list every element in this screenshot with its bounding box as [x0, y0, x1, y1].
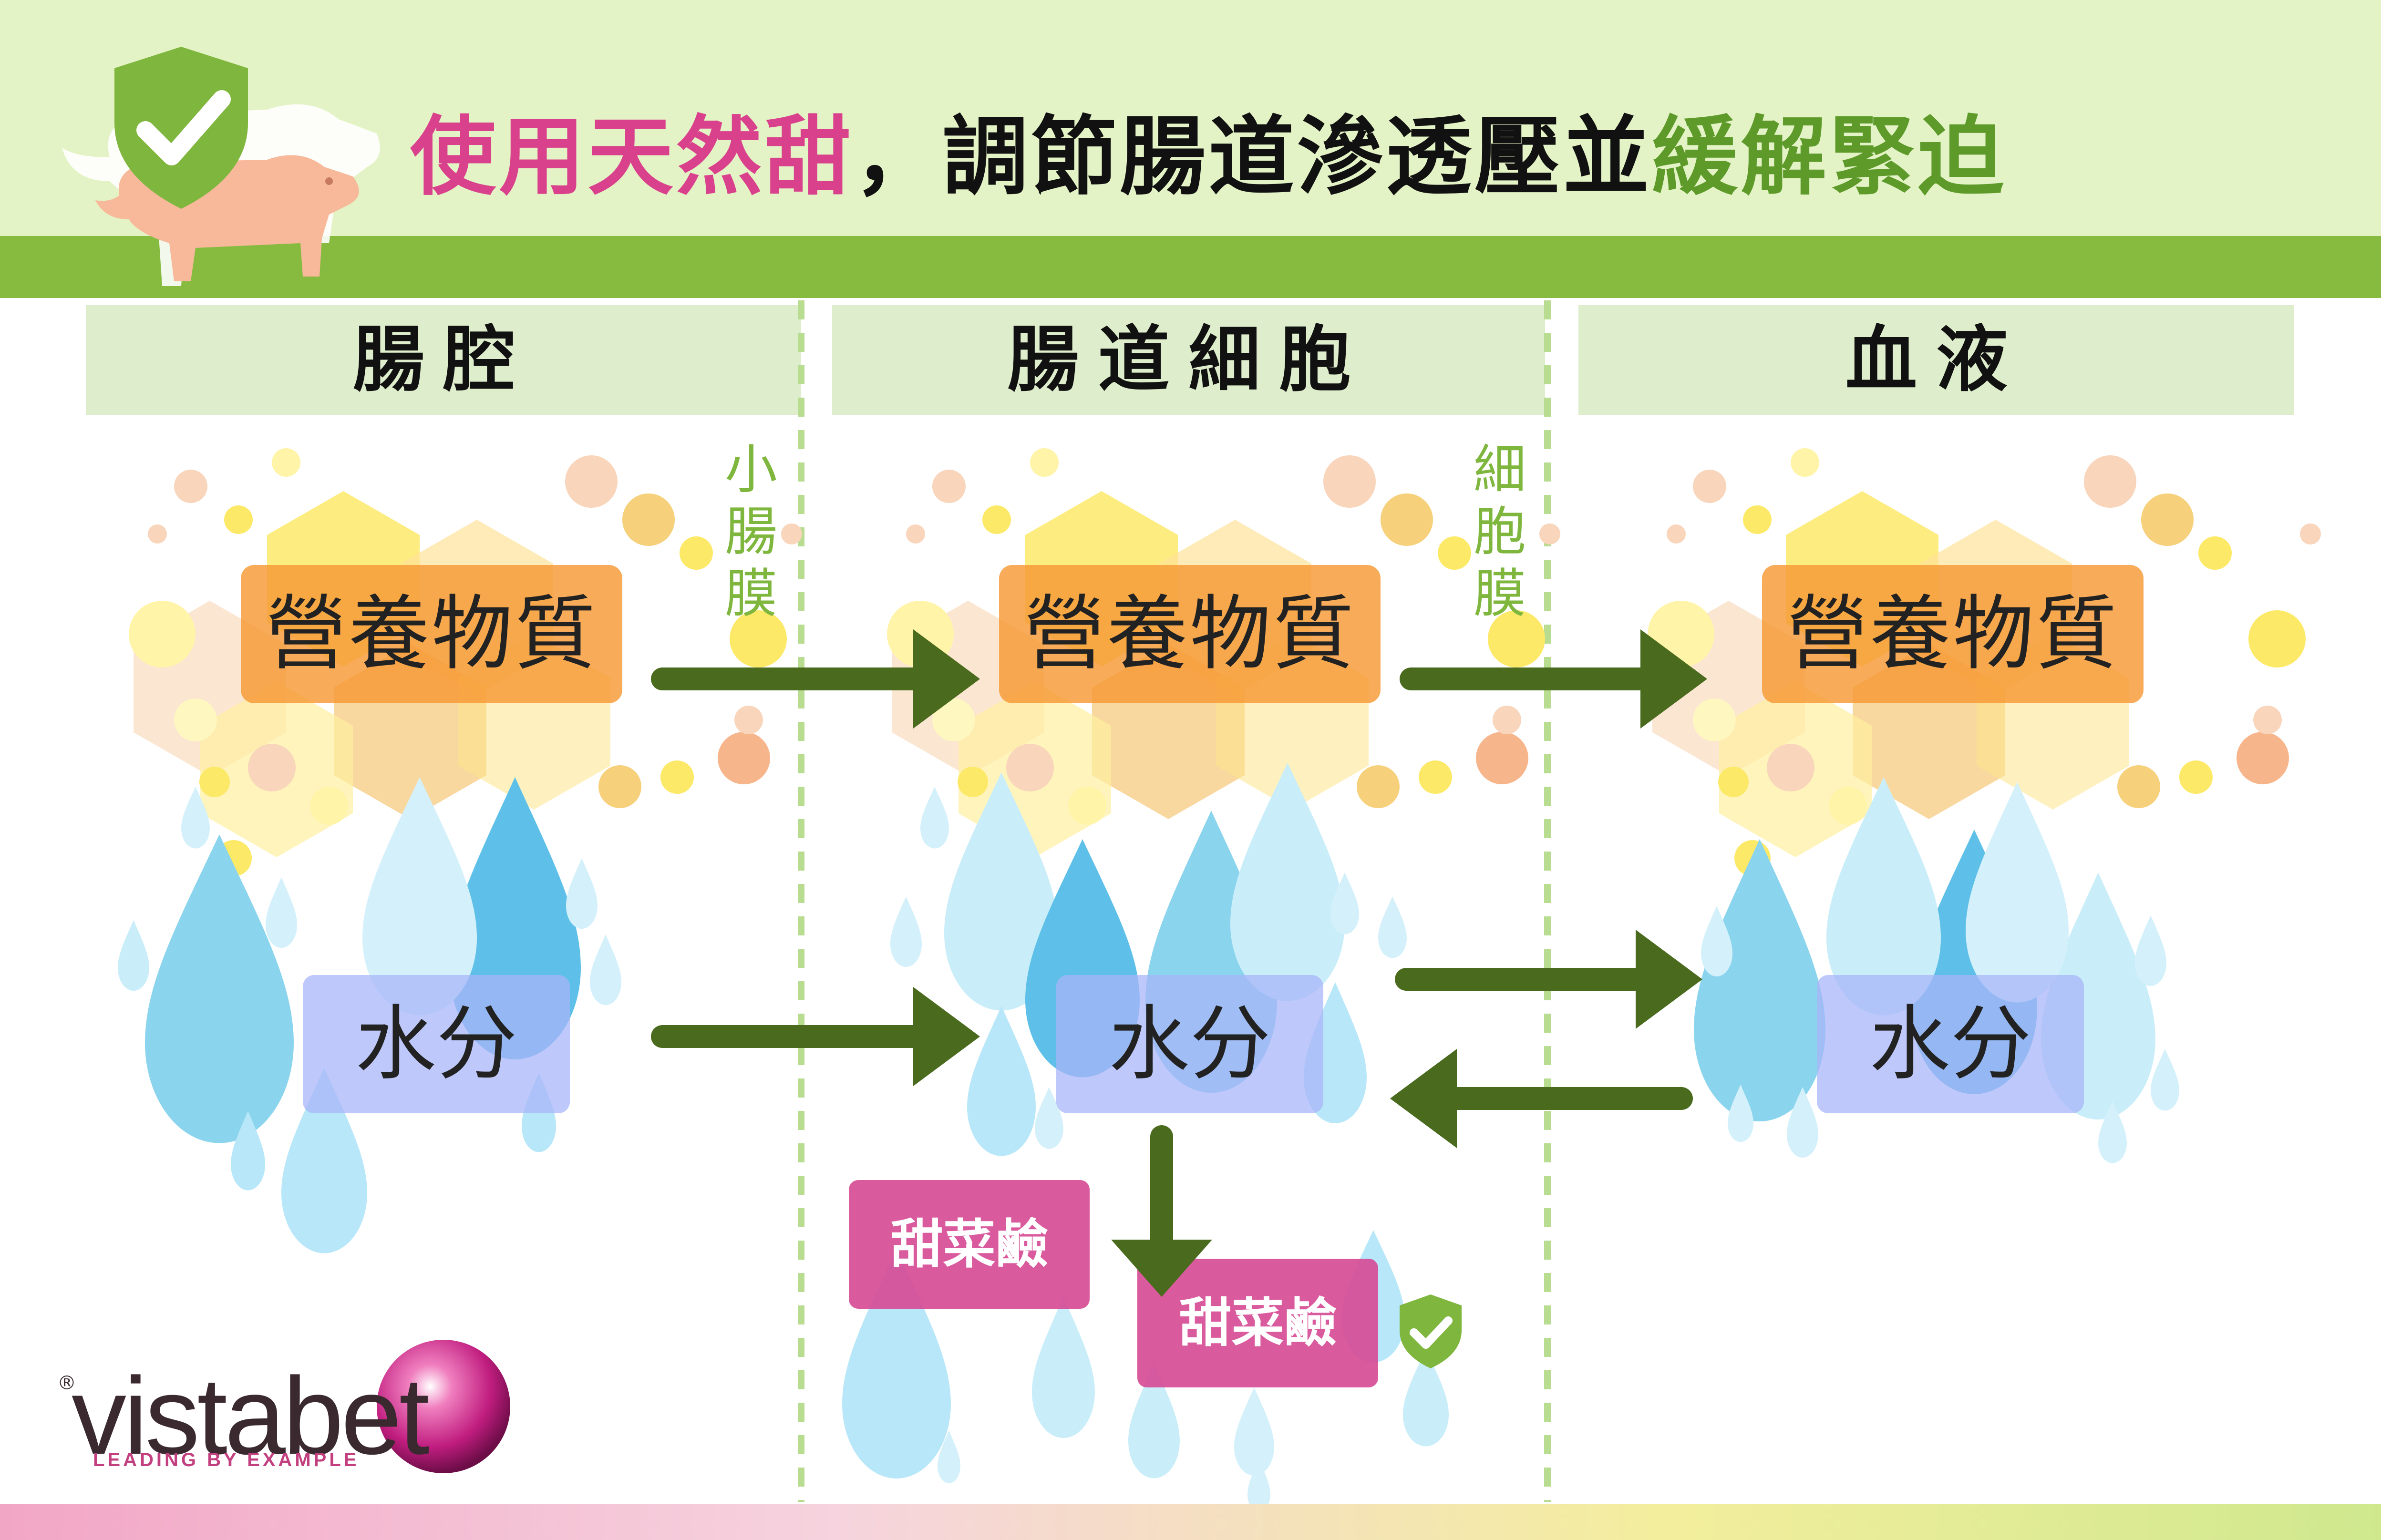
column-header-intestinal-cells: 腸道細胞 [832, 305, 1545, 415]
title-part-1: 使用天然甜 [410, 107, 854, 207]
bottom-gradient-bar [0, 1504, 2381, 1540]
membrane-char: 小 [725, 439, 777, 500]
membrane-char: 膜 [725, 563, 777, 624]
betaine-box-2: 甜菜鹼 [1137, 1259, 1378, 1387]
arrow-water-to-betaine [1111, 1125, 1212, 1297]
header-band [0, 236, 2381, 298]
water-box-lumen: 水分 [303, 975, 570, 1113]
membrane-char: 膜 [1474, 563, 1526, 624]
arrow-water-blood-to-cell [1390, 1049, 1693, 1148]
arrow-water-lumen-to-cell [651, 987, 980, 1086]
header [0, 0, 2381, 238]
nutrient-box-blood: 營養物質 [1762, 565, 2144, 703]
shield-check-icon [114, 47, 248, 209]
logo-registered-mark: ® [57, 1372, 76, 1394]
title-part-2: ，調節腸道滲透壓並 [854, 107, 1652, 207]
arrow-water-cell-to-blood [1395, 930, 1702, 1029]
membrane-char: 胞 [1474, 501, 1526, 562]
membrane-char: 腸 [725, 501, 777, 562]
logo-wordmark: vistabet [72, 1355, 430, 1477]
membrane-char: 細 [1474, 439, 1526, 500]
nutrient-box-lumen: 營養物質 [241, 565, 622, 703]
check-badge-icon [1400, 1294, 1462, 1368]
column-header-blood: 血液 [1578, 305, 2294, 415]
logo-sphere-icon [377, 1340, 510, 1473]
title-part-3: 緩解緊迫 [1652, 107, 2007, 207]
arrow-nutrient-lumen-to-cell [651, 629, 980, 729]
arrow-nutrient-cell-to-blood [1400, 629, 1707, 729]
logo-tagline: LEADING BY EXAMPLE [93, 1449, 360, 1470]
column-header-lumen: 腸腔 [86, 305, 801, 415]
nutrient-box-cell: 營養物質 [999, 565, 1381, 703]
water-box-blood: 水分 [1817, 975, 2084, 1113]
page-title: 使用天然甜，調節腸道滲透壓並緩解緊迫 [410, 100, 2007, 215]
water-box-cell: 水分 [1056, 975, 1323, 1113]
membrane-label-cell: 細 胞 膜 [1466, 439, 1533, 625]
membrane-label-small-intestine: 小 腸 膜 [718, 439, 784, 625]
betaine-box-1: 甜菜鹼 [849, 1180, 1090, 1309]
